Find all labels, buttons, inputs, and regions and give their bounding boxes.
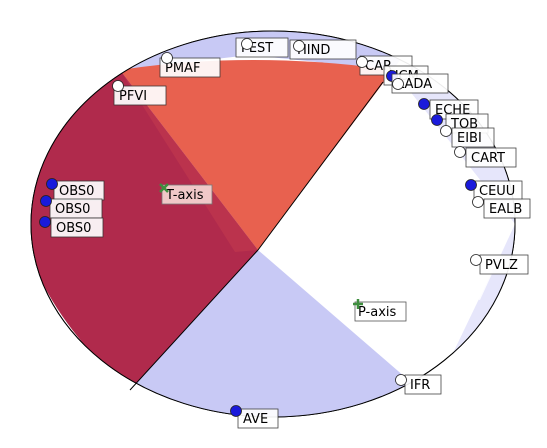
- station-label-box: [451, 127, 495, 148]
- station-label-box: [50, 217, 104, 238]
- nodal-plane: [257, 81, 384, 251]
- p-axis-label-box: [354, 301, 407, 322]
- compression-dot-icon: [40, 195, 52, 207]
- station-label-box: [391, 73, 449, 94]
- station-label-box: [479, 254, 529, 275]
- station-label-box: [404, 374, 442, 395]
- station-label-box: [113, 85, 167, 106]
- dilatation-dot-icon: [293, 40, 305, 52]
- station-pfvi-marker: PFVI: [112, 80, 167, 106]
- station-obs0-marker: OBS0: [46, 178, 105, 201]
- station-label: EALB: [489, 202, 522, 217]
- station-label-box: [289, 39, 357, 60]
- nodal-plane: [129, 249, 259, 391]
- station-pmaf-marker: PMAF: [159, 52, 221, 78]
- compression-dot-icon: [465, 179, 477, 191]
- station-label: IFR: [410, 378, 430, 393]
- station-eibi-marker: EIBI: [440, 125, 495, 148]
- p-axis-marker: P-axis: [353, 299, 407, 322]
- station-ealb-marker: EALB: [472, 196, 531, 219]
- compression-dot-icon: [431, 114, 443, 126]
- station-label: EIBI: [457, 131, 482, 146]
- station-cart-marker: CART: [454, 146, 517, 168]
- t-axis-label: T-axis: [165, 188, 204, 203]
- dark-red-quadrant: [31, 70, 258, 390]
- dilatation-dot-icon: [241, 38, 253, 50]
- station-label-box: [465, 147, 517, 168]
- dilatation-dot-icon: [161, 52, 173, 64]
- station-ifr-marker: IFR: [395, 374, 442, 395]
- station-label: AVE: [243, 412, 268, 427]
- station-label: OBS0: [55, 202, 90, 217]
- station-ave-marker: AVE: [230, 405, 279, 429]
- dilatation-dot-icon: [470, 254, 482, 266]
- t-axis-marker: T-axis: [159, 183, 213, 205]
- p-axis-plus-icon: [353, 299, 363, 309]
- station-obs0-marker: OBS0: [40, 195, 103, 219]
- dilatation-dot-icon: [472, 196, 484, 208]
- station-label-box: [483, 198, 531, 219]
- dilatation-dot-icon: [440, 125, 452, 137]
- station-ceuu-marker: CEUU: [465, 179, 523, 201]
- dilatation-dot-icon: [454, 146, 466, 158]
- red-quadrant: [120, 60, 393, 250]
- station-tiind-marker: TIIND: [289, 39, 357, 60]
- station-label: OBS0: [56, 221, 91, 236]
- compression-dot-icon: [418, 98, 430, 110]
- t-axis-cross-icon: [159, 183, 169, 193]
- compression-dot-icon: [46, 178, 58, 190]
- dilatation-dot-icon: [392, 78, 404, 90]
- compression-dot-icon: [230, 405, 242, 417]
- station-label: PVLZ: [485, 258, 518, 273]
- t-axis-label-box: [161, 184, 213, 205]
- station-label: CART: [471, 151, 505, 166]
- transition-band: [120, 70, 258, 252]
- station-obs0-marker: OBS0: [39, 216, 104, 238]
- station-lada-marker: LADA: [391, 73, 449, 94]
- station-label-box: [159, 57, 221, 78]
- dilatation-dot-icon: [112, 80, 124, 92]
- station-pest-marker: PEST: [235, 37, 289, 58]
- station-label: PFVI: [119, 89, 147, 104]
- white-quadrant: [258, 70, 515, 300]
- station-layer: PESTTIINDPMAFPFVICARUCMLADAECHETOBEIBICA…: [39, 37, 531, 429]
- blue-quadrant: [130, 250, 420, 417]
- dilatation-dot-icon: [395, 374, 407, 386]
- station-label-box: [237, 408, 279, 429]
- compression-dot-icon: [39, 216, 51, 228]
- dilatation-dot-icon: [356, 56, 368, 68]
- station-label: LADA: [397, 77, 432, 92]
- station-label: CEUU: [479, 184, 515, 199]
- station-pvlz-marker: PVLZ: [470, 254, 529, 275]
- station-label: OBS0: [59, 184, 94, 199]
- station-label: PMAF: [165, 61, 200, 76]
- p-axis-label: P-axis: [358, 305, 397, 320]
